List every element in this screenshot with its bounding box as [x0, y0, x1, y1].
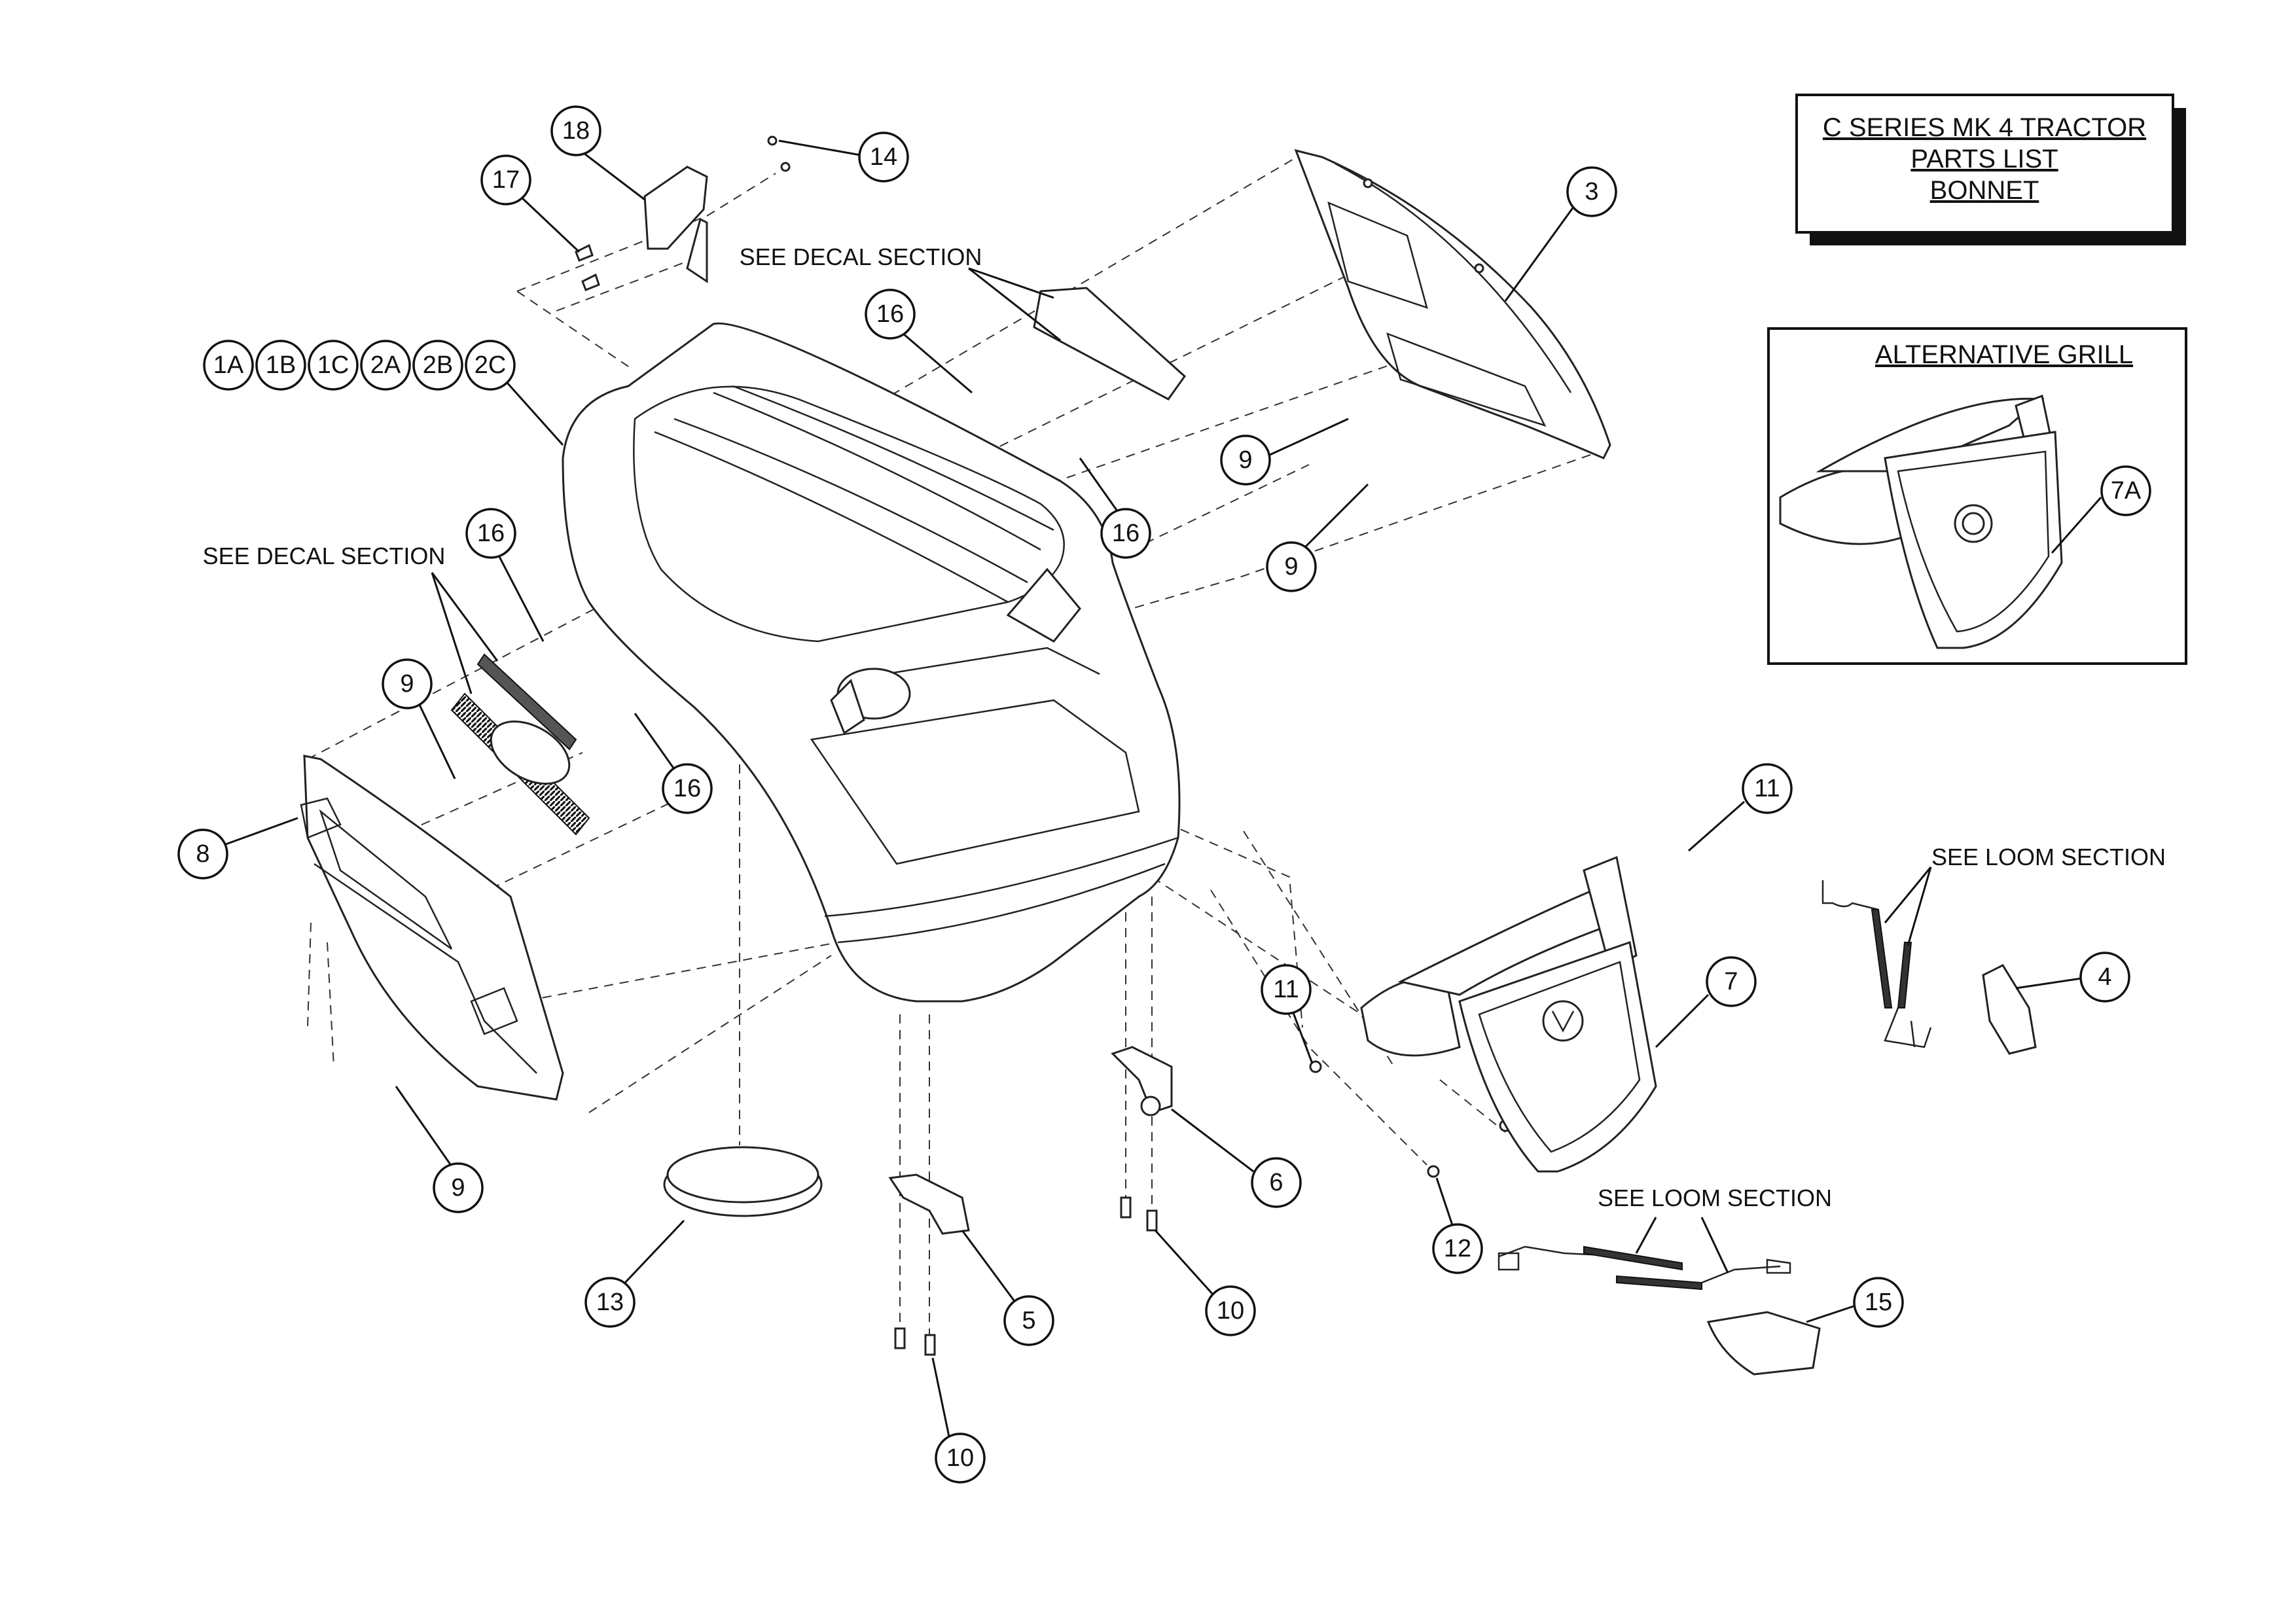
- bracket-part-5: [888, 1173, 970, 1235]
- svg-text:16: 16: [673, 775, 701, 802]
- svg-text:18: 18: [562, 117, 590, 145]
- callout-11-lower: [1261, 964, 1312, 1015]
- svg-text:6: 6: [1269, 1169, 1283, 1196]
- callout-16-left: [465, 508, 516, 559]
- note-loom-bottom: SEE LOOM SECTION: [1598, 1185, 1832, 1211]
- callout-7a: [2100, 465, 2151, 516]
- callout-9-bottom: [433, 1162, 484, 1213]
- bracket-part-18: [643, 166, 708, 283]
- svg-text:17: 17: [492, 166, 520, 194]
- callout-14: [858, 132, 909, 183]
- loom-parts-right: [1821, 880, 1932, 1048]
- callout-2b: 2B: [423, 351, 453, 379]
- callout-9-left: [382, 658, 433, 709]
- note-loom-right: SEE LOOM SECTION: [1931, 844, 2166, 870]
- svg-text:13: 13: [596, 1289, 624, 1316]
- svg-text:7: 7: [1724, 968, 1738, 995]
- callout-2c: 2C: [475, 351, 507, 379]
- svg-text:5: 5: [1022, 1307, 1035, 1334]
- notes: SEE DECAL SECTION SEE DECAL SECTION SEE …: [203, 243, 2166, 1274]
- svg-text:14: 14: [870, 143, 897, 171]
- alternative-grill-drawing: [1779, 394, 2063, 649]
- callout-1a: 1A: [213, 351, 244, 379]
- title-line-2: PARTS LIST: [1910, 145, 2058, 173]
- callout-10-mid: [1205, 1285, 1256, 1336]
- svg-text:16: 16: [477, 520, 505, 547]
- bonnet-variant-callouts: 1A 1B 1C 2A 2B 2C: [203, 340, 564, 446]
- bracket-part-6: [1111, 1046, 1173, 1116]
- svg-text:4: 4: [2098, 963, 2111, 991]
- callout-10-bottom: [935, 1433, 986, 1484]
- cover-part-4: [1982, 964, 2037, 1055]
- callout-12: [1432, 1223, 1483, 1274]
- callout-5: [1003, 1295, 1054, 1346]
- title-line-3: BONNET: [1930, 176, 2039, 205]
- svg-text:9: 9: [1284, 553, 1298, 580]
- inset-title: ALTERNATIVE GRILL: [1875, 340, 2133, 369]
- svg-text:10: 10: [946, 1444, 974, 1472]
- svg-text:8: 8: [196, 840, 209, 868]
- svg-text:12: 12: [1444, 1235, 1471, 1262]
- callout-8: [177, 829, 228, 880]
- callout-7: [1706, 956, 1757, 1007]
- svg-text:11: 11: [1273, 976, 1299, 1003]
- callout-16-right: [1100, 508, 1151, 559]
- svg-text:16: 16: [1112, 520, 1139, 547]
- callout-7a-label: 7A: [2111, 477, 2142, 505]
- callout-17: [480, 154, 531, 205]
- title-block: C SERIES MK 4 TRACTOR PARTS LIST BONNET: [1795, 94, 2186, 245]
- callout-13: [584, 1277, 636, 1328]
- callout-1b: 1B: [266, 351, 296, 379]
- callout-11-upper: [1742, 763, 1793, 814]
- loom-parts-bottom: [1498, 1245, 1791, 1291]
- svg-text:15: 15: [1865, 1289, 1892, 1316]
- callout-6: [1251, 1157, 1302, 1208]
- svg-text:9: 9: [1238, 446, 1252, 474]
- bonnet-shell: [562, 322, 1181, 1003]
- cover-part-15: [1706, 1311, 1821, 1376]
- callout-7a-leader: [2051, 497, 2102, 554]
- callout-1c: 1C: [317, 351, 350, 379]
- band-part-13: [663, 1146, 823, 1217]
- svg-text:16: 16: [876, 300, 904, 328]
- callout-3: [1566, 166, 1617, 217]
- note-decal-top: SEE DECAL SECTION: [740, 243, 982, 270]
- decal-plate-top: [1033, 287, 1186, 401]
- svg-text:9: 9: [400, 670, 414, 698]
- note-decal-left: SEE DECAL SECTION: [203, 543, 446, 569]
- callout-9-mid: [1266, 541, 1317, 592]
- callout-9-upper: [1220, 435, 1271, 486]
- callout-2a: 2A: [370, 351, 401, 379]
- callout-16-lower: [662, 763, 713, 814]
- rear-panel-part-3: [1294, 149, 1611, 459]
- svg-text:10: 10: [1217, 1297, 1244, 1325]
- numbered-callouts: 18 17 14 16 16 16 16 3 9 9: [177, 105, 2130, 1484]
- svg-text:9: 9: [451, 1174, 465, 1202]
- svg-text:3: 3: [1585, 178, 1598, 205]
- callout-16-top: [865, 289, 916, 340]
- alternative-grill-inset: ALTERNATIVE GRILL 7A: [1767, 327, 2187, 665]
- svg-text:11: 11: [1754, 775, 1780, 802]
- side-panel-part-8: [300, 755, 564, 1101]
- screws-top: [575, 135, 791, 291]
- screws-bottom: [894, 1060, 1512, 1356]
- callout-18: [550, 105, 601, 156]
- decal-badge-left: [450, 653, 590, 836]
- title-line-1: C SERIES MK 4 TRACTOR: [1823, 113, 2146, 142]
- front-grill-part-7: [1360, 855, 1657, 1173]
- callout-15: [1853, 1277, 1904, 1328]
- callout-4: [2079, 952, 2130, 1003]
